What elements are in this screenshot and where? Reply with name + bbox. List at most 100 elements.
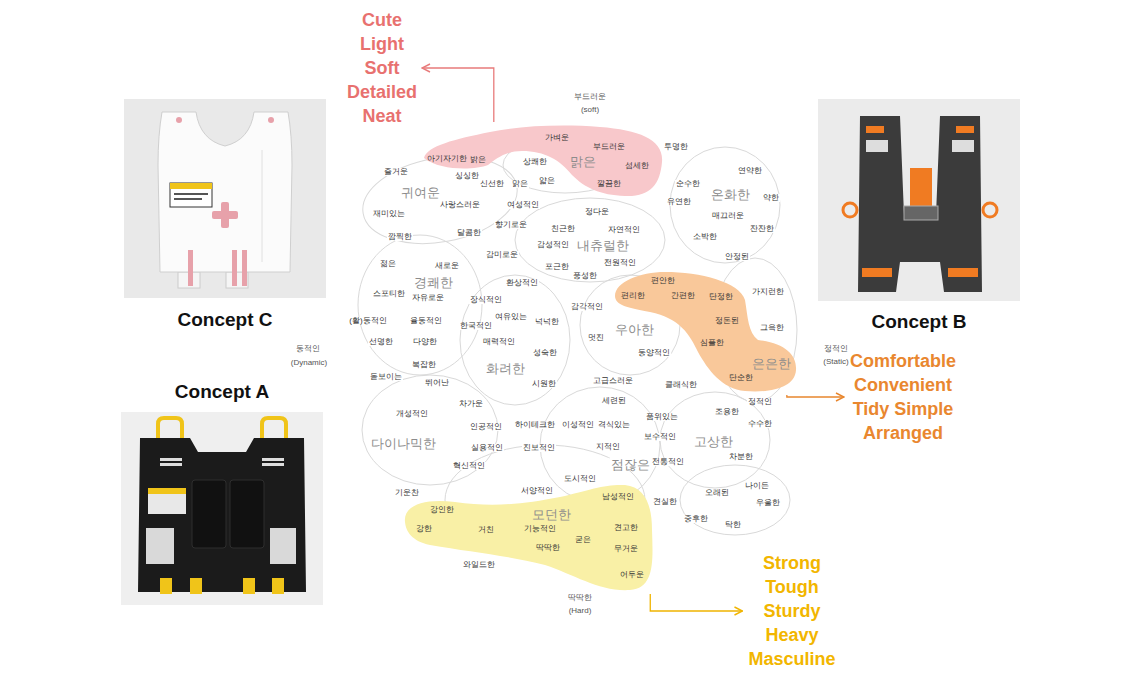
adjective-word: 지적인 (595, 443, 621, 451)
adjective-word: 한국적인 (459, 322, 493, 330)
adjective-word: 멋진 (587, 334, 605, 342)
adjective-word: 인공적인 (469, 423, 503, 431)
harness-accent (948, 268, 978, 277)
adjective-word: 심플한 (700, 339, 724, 347)
adjective-word: 깜찍한 (387, 233, 413, 241)
adjective-word: 기능적인 (524, 525, 556, 533)
vest-strap (243, 578, 255, 594)
vest-body (138, 438, 306, 592)
vest-buckle (212, 211, 238, 219)
adjective-word: 향기로운 (494, 221, 528, 229)
callout-arrow (650, 594, 742, 611)
vest-accent (176, 117, 182, 123)
adjective-word: 이성적인 (561, 421, 595, 429)
concept-card: Concept C (124, 99, 326, 298)
adjective-word: 맑은 (511, 180, 529, 188)
concept-card: Concept B (818, 99, 1020, 301)
adjective-word: 뛰어난 (424, 379, 450, 387)
vest-handle (262, 418, 286, 440)
vest-tag (146, 528, 174, 564)
callout-group: Cute Light Soft Detailed Neat (347, 8, 417, 128)
cluster-title: 화려한 (485, 362, 526, 375)
adjective-word: 조용한 (714, 408, 740, 416)
adjective-word: 약한 (762, 194, 780, 202)
adjective-word: 연약한 (737, 167, 763, 175)
adjective-word: 가지런한 (751, 288, 785, 296)
adjective-word: 율동적인 (409, 317, 443, 325)
adjective-word: 포근한 (544, 263, 570, 271)
adjective-word: (활)동적인 (348, 317, 387, 325)
adjective-word: 나이든 (744, 482, 770, 490)
adjective-word: 사랑스러운 (439, 201, 481, 209)
vest-strap (188, 250, 193, 286)
adjective-word: 넉넉한 (534, 318, 560, 326)
callout-arrow (422, 68, 494, 122)
cluster-title: 고상한 (693, 435, 734, 448)
harness-loop (843, 203, 857, 217)
adjective-word: 순수한 (675, 180, 701, 188)
warning-stripe (170, 183, 212, 189)
adjective-word: 신선한 (479, 180, 505, 188)
adjective-word: 싱싱한 (454, 172, 480, 180)
adjective-word: 우울한 (755, 499, 781, 507)
cluster-outline (515, 198, 665, 282)
adjective-word: 스포티한 (372, 290, 406, 298)
callout-text: Cute Light Soft Detailed Neat (347, 8, 417, 128)
adjective-word: 부드러운 (593, 143, 625, 151)
highlight-fill (424, 126, 662, 196)
adjective-word: 남성적인 (602, 493, 634, 501)
adjective-word: 전원적인 (603, 259, 637, 267)
warning-label (148, 488, 186, 514)
callout-text: Comfortable Convenient Tidy Simple Arran… (850, 349, 956, 445)
harness-accent (956, 126, 974, 133)
adjective-word: 차분한 (728, 453, 754, 461)
vest-tag (262, 463, 284, 466)
adjective-word: 정적인 (747, 398, 773, 406)
adjective-word: 견실한 (652, 498, 678, 506)
photo-background (818, 99, 1020, 301)
adjective-word: 단정한 (709, 293, 733, 301)
adjective-word: 감미로운 (485, 251, 519, 259)
adjective-word: 깔끔한 (597, 180, 621, 188)
cluster-title: 온화한 (710, 188, 751, 201)
warning-label (170, 183, 212, 207)
adjective-word: 매력적인 (482, 338, 516, 346)
adjective-word: 밝은 (470, 156, 486, 164)
adjective-word: 편안한 (651, 277, 675, 285)
adjective-word: 정돈된 (715, 317, 739, 325)
adjective-word: 무거운 (614, 545, 638, 553)
adjective-word: 아기자기한 (427, 155, 467, 163)
harness-tag (952, 140, 974, 152)
vest-strap (242, 250, 247, 286)
adjective-word: 환상적인 (505, 279, 539, 287)
adjective-word: 간편한 (671, 292, 695, 300)
adjective-word: 자유로운 (411, 294, 445, 302)
adjective-word: 매끄러운 (711, 212, 745, 220)
cluster-title: 귀여운 (400, 186, 441, 199)
adjective-word: 수수한 (747, 420, 773, 428)
adjective-word: 성숙한 (532, 349, 558, 357)
adjective-word: 와일드한 (462, 561, 496, 569)
concept-label: Concept B (872, 311, 967, 333)
warning-lines (174, 198, 202, 200)
adjective-word: 편리한 (621, 292, 645, 300)
cluster-title: 내츄럴한 (576, 239, 630, 252)
vest-strap (160, 578, 172, 594)
adjective-word: 선명한 (368, 338, 394, 346)
adjective-word: 강인한 (430, 506, 454, 514)
adjective-word: 거친 (478, 526, 494, 534)
adjective-word: 달콤한 (456, 229, 482, 237)
adjective-word: 딱딱한 (536, 544, 560, 552)
adjective-word: 강한 (416, 525, 432, 533)
adjective-word: 시원한 (531, 380, 557, 388)
adjective-word: 복잡한 (411, 361, 437, 369)
axis-label: 동적인 (295, 345, 321, 353)
concept-card: Concept A (121, 412, 323, 605)
cluster-title: 우아한 (614, 323, 655, 336)
vest-tag (160, 458, 182, 461)
adjective-word: 격식있는 (597, 421, 631, 429)
adjective-word: 어두운 (620, 571, 644, 579)
cluster-outline (358, 235, 482, 375)
adjective-word: 투명한 (663, 143, 689, 151)
concept-label: Concept C (178, 309, 273, 331)
